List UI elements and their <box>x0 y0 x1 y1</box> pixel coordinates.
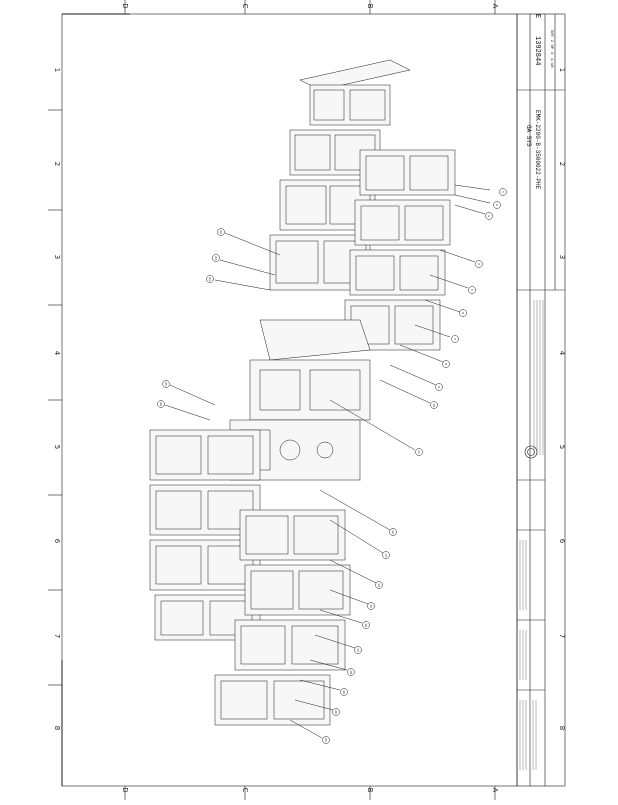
balloon-number: 20 <box>334 710 338 714</box>
balloon-number: 11 <box>417 450 421 454</box>
revision-letter: E <box>533 14 541 19</box>
balloon-number: 7 <box>453 338 457 340</box>
zone-number-left: 3 <box>53 254 61 260</box>
zone-number-right: 6 <box>558 538 566 544</box>
zone-number-right: 8 <box>558 725 566 731</box>
zone-number-left: 1 <box>53 67 61 73</box>
zone-letter-bottom: B <box>366 787 374 793</box>
zone-number-right: 3 <box>558 254 566 260</box>
balloon-number: 1 <box>501 191 505 193</box>
zone-number-left: 4 <box>53 350 61 356</box>
zone-number-right: 4 <box>558 350 566 356</box>
zone-number-right: 7 <box>558 633 566 639</box>
balloon-number: 23 <box>214 256 218 260</box>
zone-number-right: 2 <box>558 161 566 167</box>
balloon-number: 6 <box>461 312 465 314</box>
title-block-frame <box>516 13 566 787</box>
balloon-number: 14 <box>377 583 381 587</box>
zone-number-left: 5 <box>53 444 61 450</box>
balloon-number: 13 <box>384 553 388 557</box>
zone-letter-bottom: D <box>121 787 129 793</box>
balloon-number: 26 <box>159 402 163 406</box>
zone-letter-top: A <box>491 3 499 9</box>
balloon-number: 24 <box>208 277 212 281</box>
zone-letter-top: D <box>121 3 129 9</box>
zone-number-left: 6 <box>53 538 61 544</box>
balloon-number: 15 <box>369 604 373 608</box>
zone-letter-bottom: A <box>491 787 499 793</box>
zone-number-left: 2 <box>53 161 61 167</box>
zone-number-left: 8 <box>53 725 61 731</box>
zone-number-right: 1 <box>558 67 566 73</box>
zone-letter-top: C <box>241 3 249 9</box>
balloon-number: 18 <box>349 670 353 674</box>
zone-letter-bottom: C <box>241 787 249 793</box>
balloon-number: 16 <box>364 623 368 627</box>
balloon-number: 3 <box>487 215 491 217</box>
drawing-title-line2: EMK-2200-B-3500022-PHE <box>534 110 541 190</box>
balloon-number: 8 <box>444 363 448 365</box>
item-balloons <box>157 184 507 744</box>
drawing-scale: 1:16 <box>549 58 553 68</box>
balloon-number: 21 <box>324 738 328 742</box>
balloon-number: 17 <box>356 648 360 652</box>
balloon-number: 4 <box>477 263 481 265</box>
drawing-title-line1: GA SYS <box>525 125 532 147</box>
balloon-number: 10 <box>432 403 436 407</box>
balloon-number: 9 <box>437 386 441 388</box>
zone-number-right: 5 <box>558 444 566 450</box>
zone-letter-top: B <box>366 3 374 9</box>
balloon-number: 12 <box>391 530 395 534</box>
zone-number-left: 7 <box>53 633 61 639</box>
balloon-number: 19 <box>342 690 346 694</box>
balloon-number: 25 <box>164 382 168 386</box>
company-logo-seal <box>524 445 538 459</box>
sheet-number: SHT 2 OF 4 <box>549 30 553 55</box>
equipment-assembly-isometric <box>149 59 456 726</box>
balloon-number: 5 <box>470 289 474 291</box>
balloon-number: 22 <box>219 230 223 234</box>
drawing-number: 1392844 <box>533 36 541 66</box>
balloon-number: 2 <box>495 204 499 206</box>
